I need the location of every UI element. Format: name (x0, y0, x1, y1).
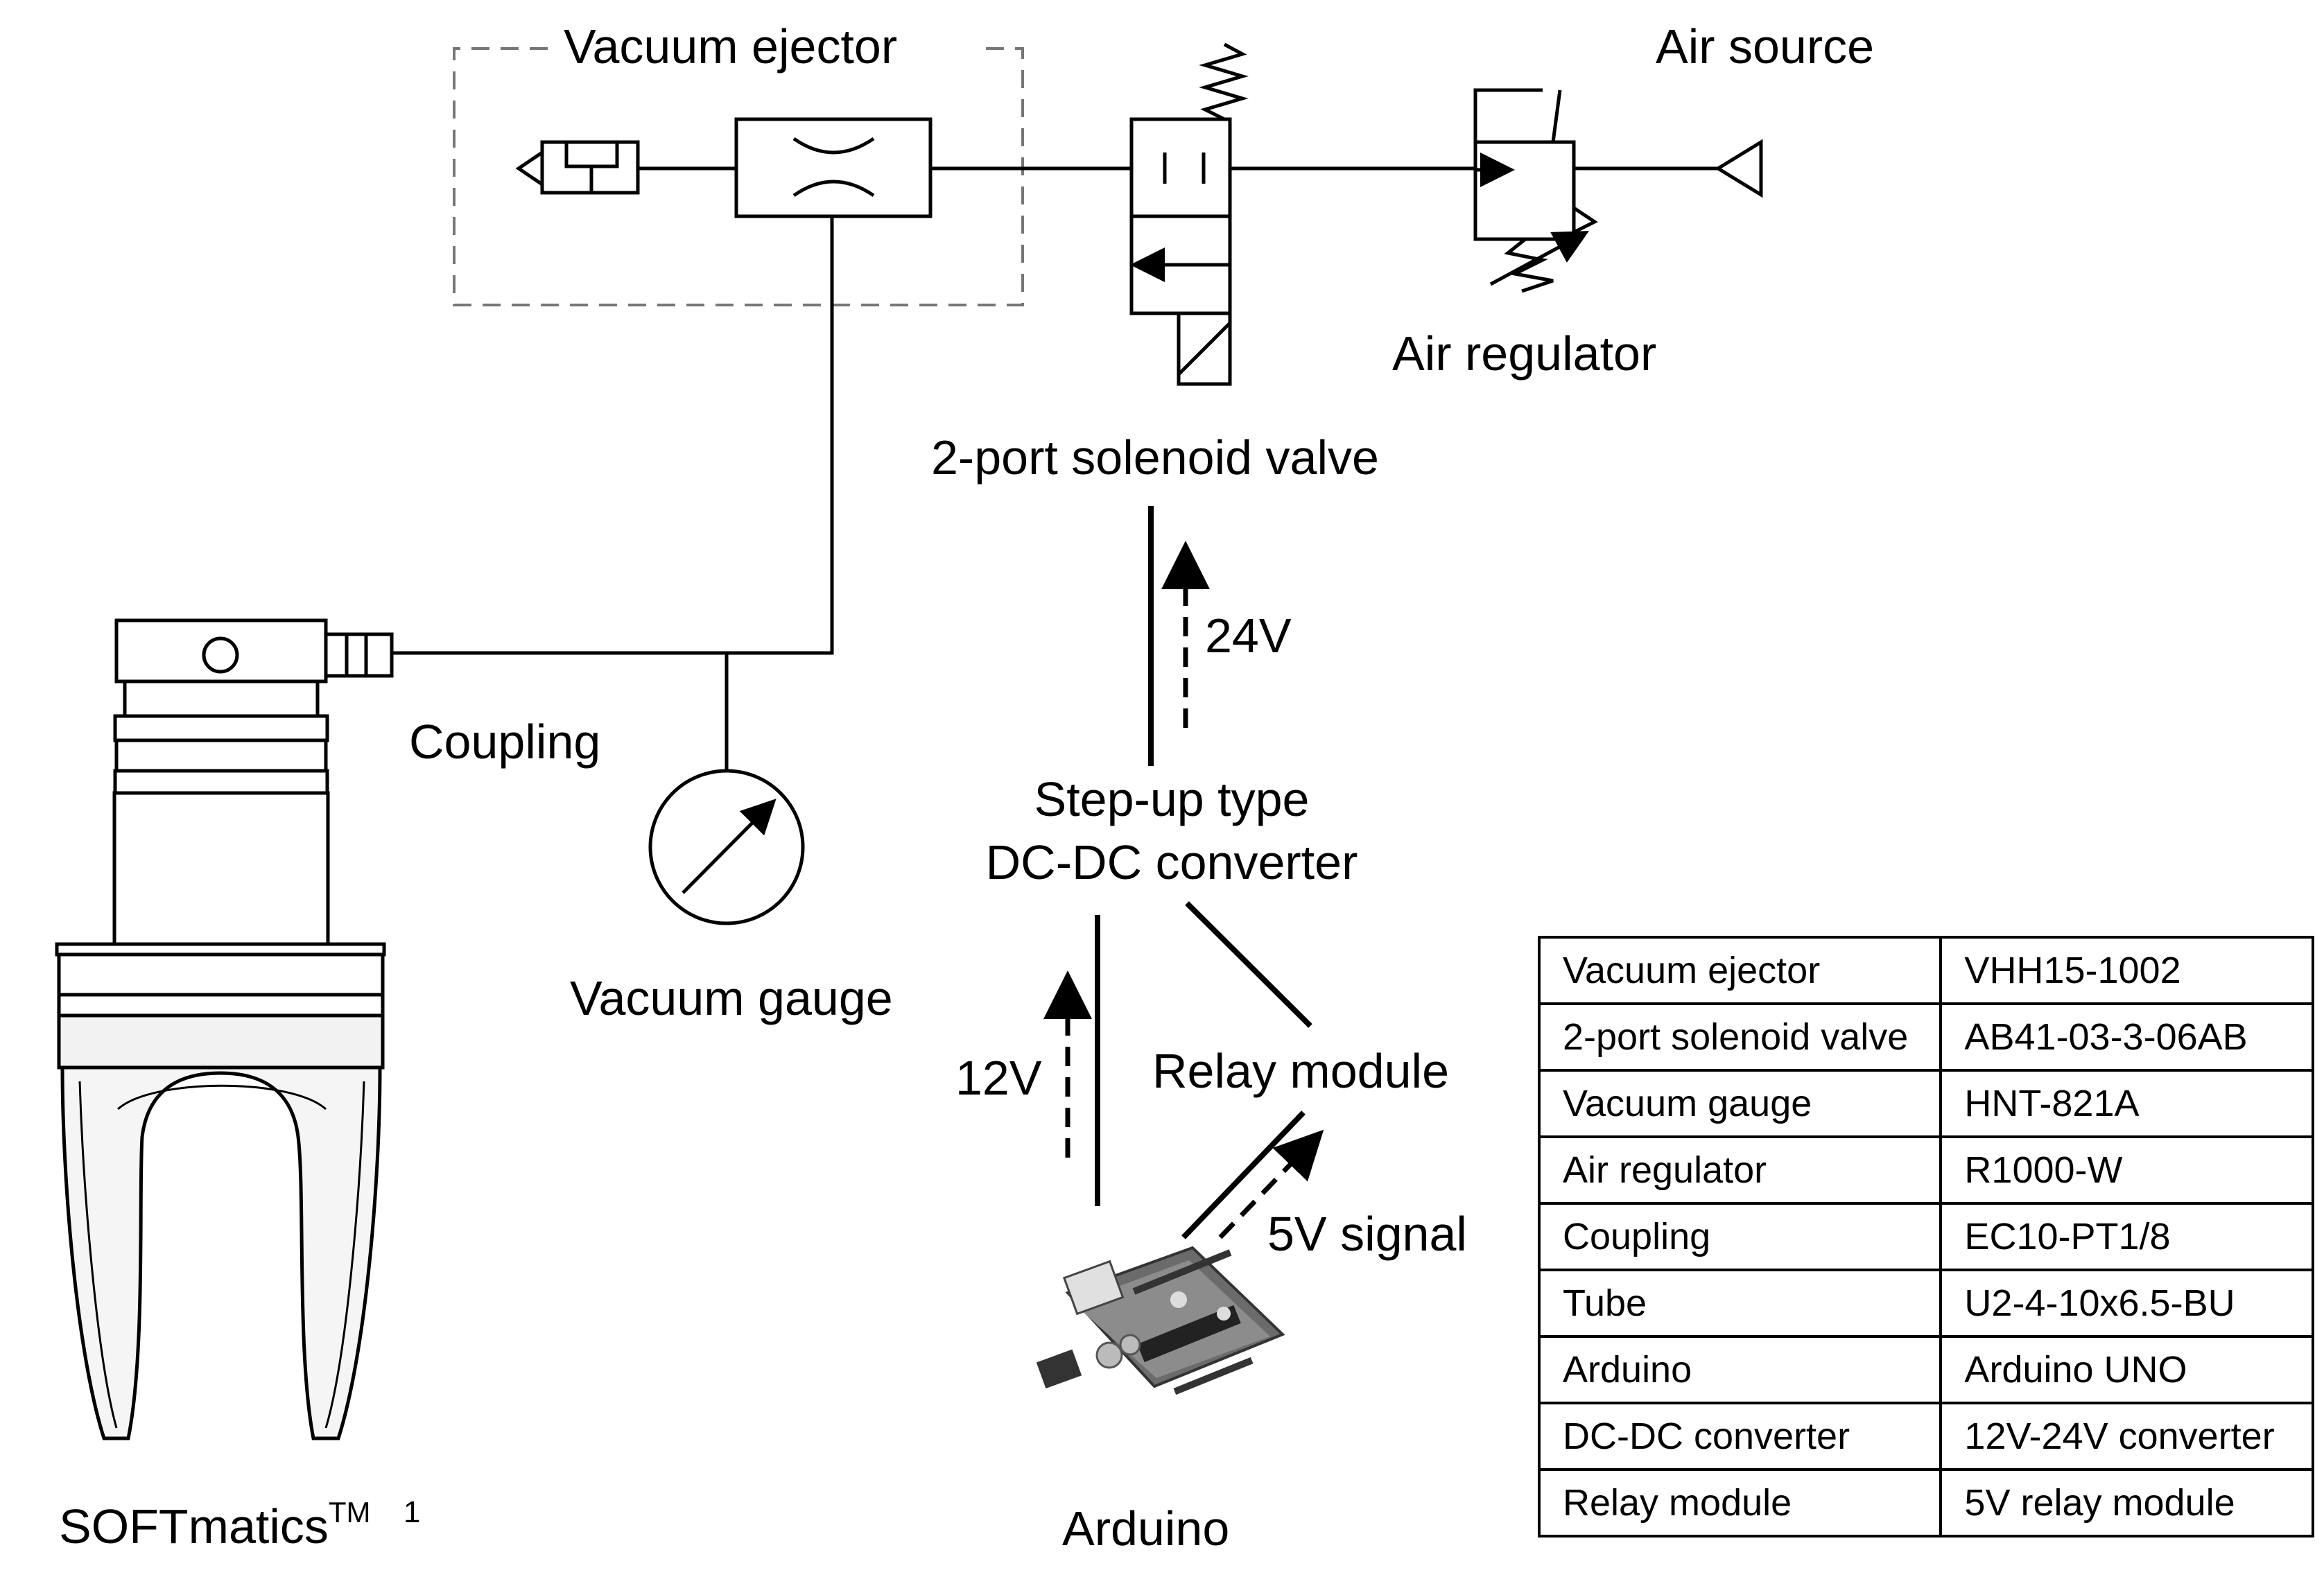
parts-table-component: Relay module (1537, 1468, 1943, 1537)
parts-table-component: Tube (1537, 1269, 1943, 1338)
label-solenoid-valve: 2-port solenoid valve (931, 430, 1379, 485)
label-5v-signal: 5V signal (1267, 1207, 1467, 1261)
arduino-board-icon (1036, 1246, 1285, 1395)
label-gripper-tm: TM (328, 1496, 371, 1528)
ejector-body-icon (734, 117, 933, 218)
label-dcdc-line1: Step-up type (1034, 772, 1310, 826)
label-coupling: Coupling (409, 715, 601, 769)
parts-table-model: 12V-24V converter (1939, 1402, 2314, 1471)
label-gripper: SOFTmaticsTM 1 (59, 1497, 421, 1551)
label-gripper-name: SOFTmatics (59, 1499, 329, 1553)
air-source-icon (1715, 139, 1763, 198)
parts-table-model: 5V relay module (1939, 1468, 2314, 1537)
parts-table-component: DC-DC converter (1537, 1402, 1943, 1471)
air-regulator-icon (1473, 88, 1598, 293)
solenoid-valve-icon (1129, 42, 1249, 386)
label-arduino: Arduino (1062, 1501, 1230, 1556)
silencer-icon (515, 140, 640, 195)
label-vacuum-gauge: Vacuum gauge (570, 971, 893, 1025)
parts-table-component: Arduino (1537, 1335, 1943, 1404)
arrow-5v (1218, 1129, 1324, 1239)
label-gripper-ref: 1 (404, 1495, 421, 1529)
parts-table-model: Arduino UNO (1939, 1335, 2314, 1404)
vacuum-line (392, 216, 834, 655)
label-relay-module: Relay module (1152, 1044, 1449, 1098)
parts-table-component: Vacuum ejector (1537, 936, 1943, 1005)
parts-table-model: U2-4-10x6.5-BU (1939, 1269, 2314, 1338)
parts-table-model: AB41-03-3-06AB (1939, 1002, 2314, 1072)
parts-table-component: Vacuum gauge (1537, 1069, 1943, 1138)
vacuum-ejector-dashed-box (453, 47, 1024, 306)
parts-table-model: EC10-PT1/8 (1939, 1202, 2314, 1271)
label-vacuum-ejector: Vacuum ejector (564, 19, 898, 73)
label-24v: 24V (1205, 609, 1292, 663)
parts-table-component: Air regulator (1537, 1135, 1943, 1205)
label-dcdc-line2: DC-DC converter (985, 835, 1358, 889)
label-12v: 12V (955, 1051, 1042, 1105)
parts-table-model: VHH15-1002 (1939, 936, 2314, 1005)
line-relay-to-dcdc (1185, 901, 1312, 1028)
label-air-regulator: Air regulator (1392, 326, 1657, 381)
label-dcdc-converter: Step-up type DC-DC converter (986, 768, 1358, 894)
parts-table-model: R1000-W (1939, 1135, 2314, 1205)
parts-table-component: Coupling (1537, 1202, 1943, 1271)
parts-table-model: HNT-821A (1939, 1069, 2314, 1138)
gripper-icon (55, 618, 394, 1440)
vacuum-gauge-icon (648, 769, 805, 925)
label-air-source: Air source (1656, 19, 1875, 73)
parts-table-component: 2-port solenoid valve (1537, 1002, 1943, 1072)
